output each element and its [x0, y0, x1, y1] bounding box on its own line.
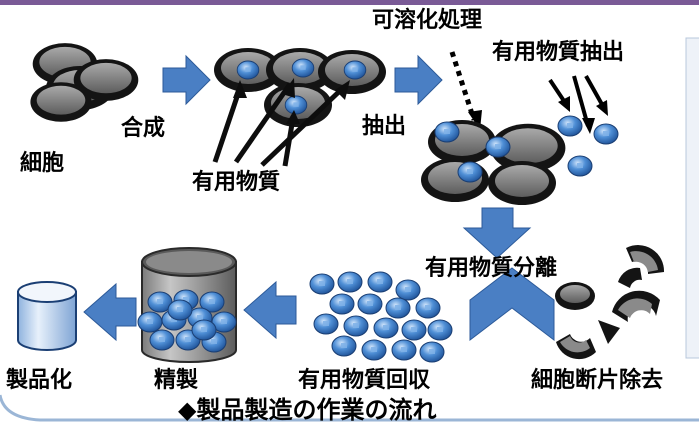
- purification-drum: [137, 247, 237, 363]
- disrupted-cells: [421, 120, 566, 205]
- flow-arrow-purification: [83, 282, 137, 342]
- flow-arrow-extraction: [394, 54, 443, 106]
- flow-chevron-split: [469, 267, 555, 342]
- product-cylinder: [17, 281, 77, 351]
- label-solubilization: 可溶化処理: [372, 8, 483, 33]
- solubilization-arrow: [449, 51, 482, 130]
- label-recovery: 有用物質回収: [298, 368, 431, 393]
- label-debris-removal: 細胞断片除去: [531, 368, 664, 393]
- label-product: 製品化: [6, 368, 73, 393]
- flow-arrow-recovery: [243, 280, 297, 340]
- bottom-border: [0, 394, 699, 422]
- caption: ◆製品製造の作業の流れ: [178, 396, 437, 423]
- label-useful-substance: 有用物質: [192, 170, 281, 195]
- cell-cluster: [30, 43, 139, 122]
- cell-fragments: [555, 245, 665, 360]
- label-separation: 有用物質分離: [425, 256, 558, 281]
- label-synthesis: 合成: [121, 116, 166, 141]
- extraction-arrows: [548, 75, 608, 134]
- recovered-spheres: [309, 271, 453, 363]
- label-extraction: 抽出: [362, 114, 407, 139]
- flow-arrow-synthesis: [162, 54, 211, 106]
- label-cells: 細胞: [20, 151, 65, 176]
- label-purification: 精製: [154, 368, 199, 393]
- side-panel: [685, 37, 699, 359]
- top-border: [0, 0, 699, 5]
- label-extract-substance: 有用物質抽出: [492, 40, 625, 65]
- flow-arrow-down: [462, 207, 532, 259]
- useful-substance-pointers: [212, 78, 350, 167]
